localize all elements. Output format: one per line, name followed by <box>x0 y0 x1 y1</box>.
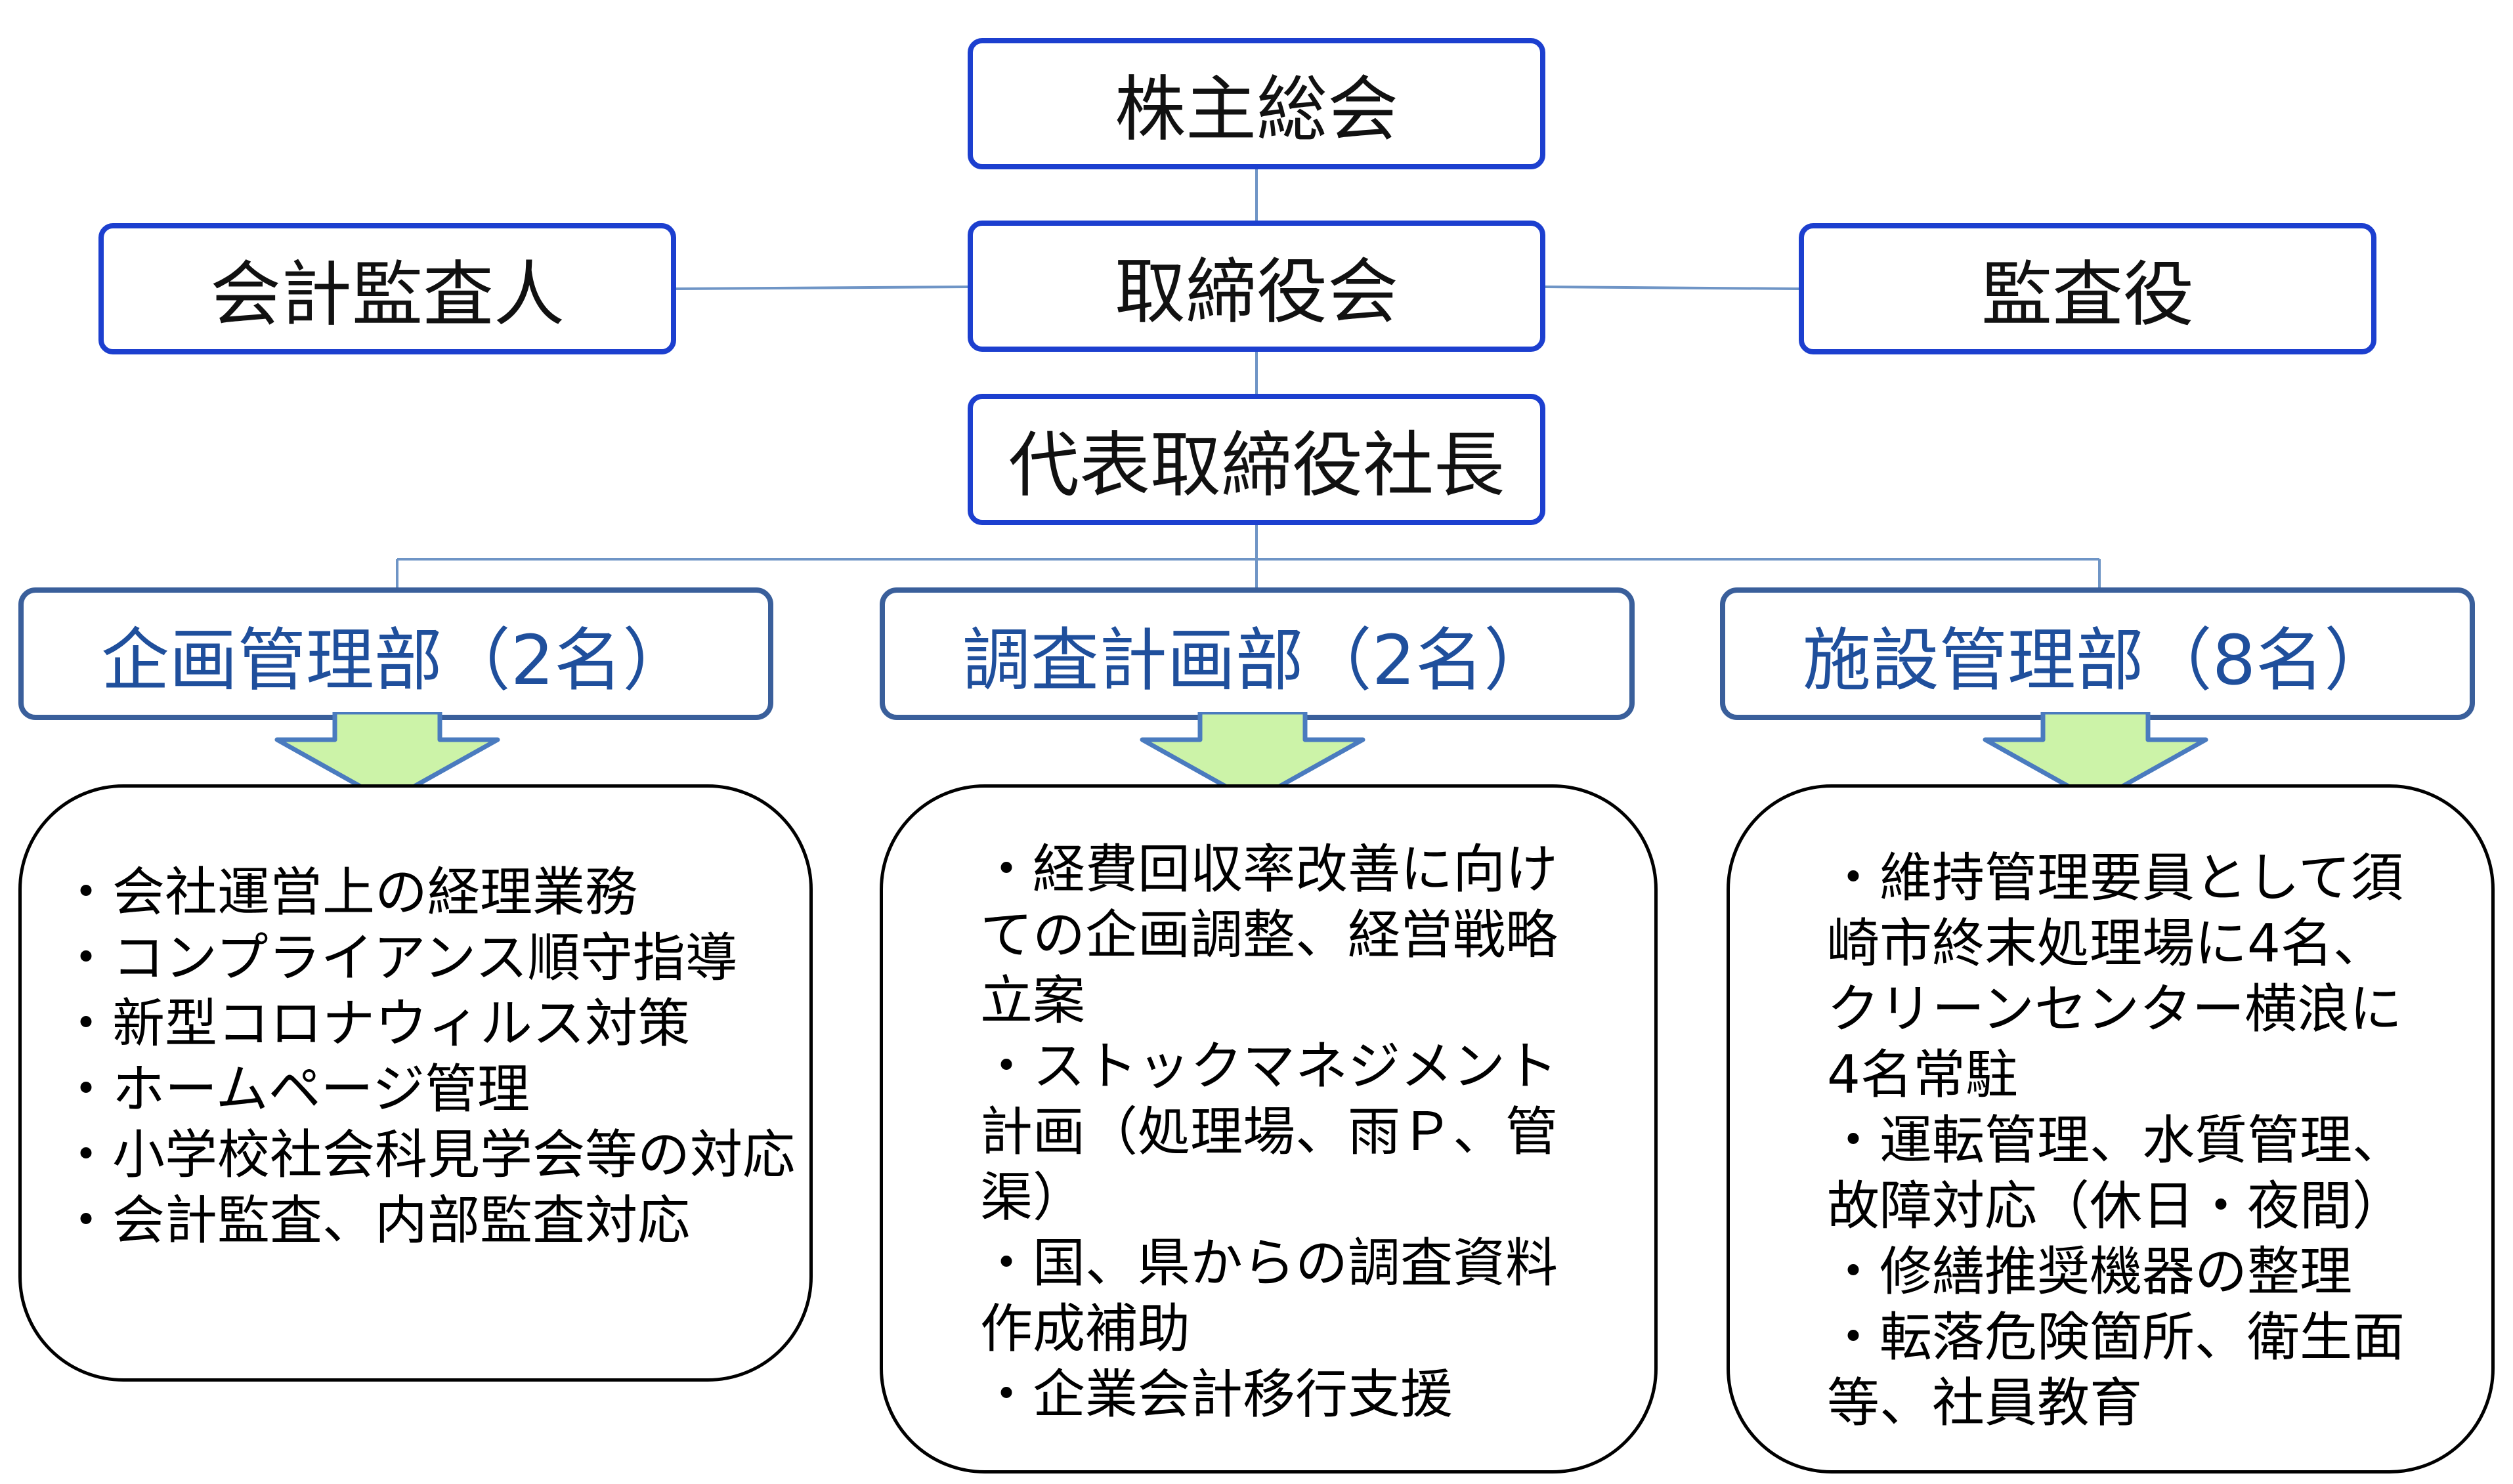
duty-item: クリーンセンター横浪に <box>1827 979 2402 1040</box>
duties-card-survey: ・経費回収率改善に向け ての企画調整、経営戦略 立案 ・ストックマネジメント 計… <box>880 784 1658 1473</box>
down-arrow-icon <box>274 712 500 804</box>
accounting-auditor-label: 会計監査人 <box>209 254 565 336</box>
dept-survey-planning: 調査計画部（2名） <box>880 587 1635 720</box>
duty-item: ・コンプライアンス順守指導 <box>60 927 738 988</box>
connector-board-kansayaku <box>1545 286 1799 290</box>
duty-item: 崎市終末処理場に4名、 <box>1827 913 2386 974</box>
auditor-box: 監査役 <box>1799 223 2376 354</box>
duty-item: ・新型コロナウィルス対策 <box>60 993 690 1054</box>
duty-item: ・修繕推奨機器の整理 <box>1827 1241 2352 1302</box>
dept-facility-management-label: 施設管理部（8名） <box>1802 620 2393 700</box>
duty-item: ・小学校社会科見学会等の対応 <box>60 1124 795 1185</box>
auditor-label: 監査役 <box>1981 254 2194 336</box>
duty-item: ・国、県からの調査資料 <box>980 1233 1558 1294</box>
duty-item: 計画（処理場、雨Ｐ、管 <box>980 1101 1558 1162</box>
duty-item: ・経費回収率改善に向け <box>980 839 1558 900</box>
duty-item: ・会社運営上の経理業務 <box>60 862 637 923</box>
duty-item: ・転落危険箇所、衛生面 <box>1827 1307 2405 1368</box>
dept-facility-management: 施設管理部（8名） <box>1720 587 2475 720</box>
duty-item: 渠） <box>980 1167 1085 1228</box>
duty-item: ・維持管理要員として須 <box>1827 847 2403 908</box>
duty-item: ・運転管理、水質管理、 <box>1827 1110 2405 1171</box>
duties-card-facility: ・維持管理要員として須 崎市終末処理場に4名、 クリーンセンター横浪に 4名常駐… <box>1727 784 2495 1473</box>
duty-item: ての企画調整、経営戦略 <box>980 904 1558 965</box>
dept-planning-management: 企画管理部（2名） <box>18 587 773 720</box>
dept-planning-management-label: 企画管理部（2名） <box>100 620 691 700</box>
down-arrow-icon <box>1140 712 1365 804</box>
shareholders-meeting-label: 株主総会 <box>1114 69 1398 151</box>
duty-item: 等、社員教育 <box>1827 1372 2142 1433</box>
dept-survey-planning-label: 調査計画部（2名） <box>962 620 1553 700</box>
shareholders-meeting-box: 株主総会 <box>968 38 1545 169</box>
accounting-auditor-box: 会計監査人 <box>98 223 676 354</box>
down-arrow-icon <box>1983 712 2208 804</box>
duty-item: 故障対応（休日・夜間） <box>1827 1176 2405 1237</box>
duties-card-planning: ・会社運営上の経理業務 ・コンプライアンス順守指導 ・新型コロナウィルス対策 ・… <box>18 784 813 1382</box>
duty-item: 作成補助 <box>980 1298 1190 1359</box>
board-of-directors-label: 取締役会 <box>1114 251 1398 333</box>
duty-item: ・ホームページ管理 <box>60 1059 530 1120</box>
duty-item: 4名常駐 <box>1827 1044 2018 1105</box>
duty-item: ・企業会計移行支援 <box>980 1364 1453 1425</box>
president-label: 代表取締役社長 <box>1008 425 1505 507</box>
president-box: 代表取締役社長 <box>968 394 1545 525</box>
duty-item: ・会計監査、内部監査対応 <box>60 1190 690 1251</box>
duty-item: 立案 <box>980 970 1085 1031</box>
duty-item: ・ストックマネジメント <box>980 1036 1558 1097</box>
connector-auditor-board <box>676 286 968 290</box>
board-of-directors-box: 取締役会 <box>968 221 1545 352</box>
